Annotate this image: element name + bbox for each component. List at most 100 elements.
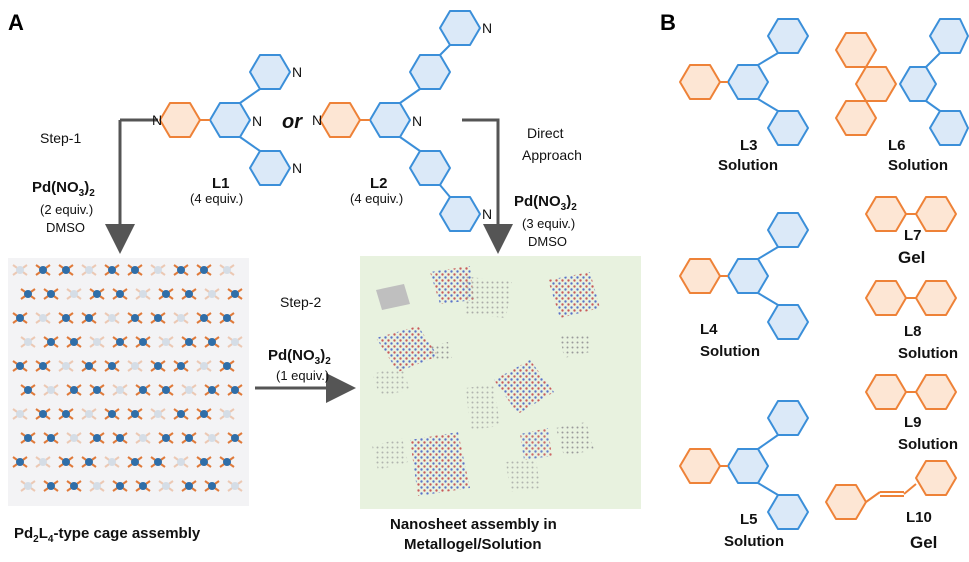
cage-unit [173, 264, 189, 276]
cage-unit [158, 480, 174, 492]
cage-unit [219, 264, 235, 276]
atom-label: N [412, 113, 422, 129]
atom-label: N [152, 112, 162, 128]
ligand-name: L3 [740, 137, 758, 154]
cage-unit [150, 456, 166, 468]
cage-unit [20, 480, 36, 492]
cage-unit [58, 360, 74, 372]
cage-unit [127, 360, 143, 372]
cage-unit [12, 456, 28, 468]
cage-unit [35, 456, 51, 468]
cage-unit [89, 384, 105, 396]
cage-unit [58, 264, 74, 276]
cage-unit [204, 432, 220, 444]
cage-unit [227, 480, 243, 492]
ligand-l3-structure [679, 18, 809, 146]
cage-unit [127, 312, 143, 324]
cage-unit [181, 384, 197, 396]
cage-unit [112, 288, 128, 300]
cage-unit [43, 480, 59, 492]
cage-unit [20, 336, 36, 348]
cage-unit [150, 264, 166, 276]
cage-unit [66, 480, 82, 492]
cage-unit [43, 432, 59, 444]
cage-unit [227, 288, 243, 300]
cage-unit [158, 288, 174, 300]
atom-label: N [312, 112, 322, 128]
cage-unit [181, 288, 197, 300]
direct-label-line1: Direct [527, 125, 564, 141]
cage-unit [196, 408, 212, 420]
cage-unit [181, 432, 197, 444]
cage-unit [135, 480, 151, 492]
cage-unit [173, 408, 189, 420]
ligand-state-gel: Gel [910, 533, 937, 552]
ligand-l5-structure [679, 400, 809, 530]
cage-unit [127, 408, 143, 420]
cage-unit [20, 432, 36, 444]
ligand-l1-name: L1 [212, 175, 230, 192]
cage-unit [81, 312, 97, 324]
cage-unit [66, 432, 82, 444]
step2-label: Step-2 [280, 294, 321, 310]
cage-unit [12, 264, 28, 276]
cage-unit [150, 408, 166, 420]
ligand-l2-structure [319, 10, 481, 232]
cage-unit [181, 336, 197, 348]
cage-unit [204, 480, 220, 492]
cage-unit [35, 312, 51, 324]
cage-unit [196, 360, 212, 372]
cage-unit [204, 288, 220, 300]
cage-unit [227, 336, 243, 348]
cage-unit [135, 384, 151, 396]
direct-label-line2: Approach [522, 147, 582, 163]
cage-unit [227, 384, 243, 396]
panel-label-b: B [660, 10, 676, 35]
cage-unit [58, 456, 74, 468]
cage-unit [89, 336, 105, 348]
ligand-name: L10 [906, 509, 932, 526]
cage-unit [204, 384, 220, 396]
cage-unit [89, 432, 105, 444]
direct-reagent: Pd(NO3)2 [514, 193, 577, 213]
cage-unit [158, 384, 174, 396]
cage-unit [173, 456, 189, 468]
cage-unit [135, 288, 151, 300]
ligand-name: L5 [740, 511, 758, 528]
ligand-l4-structure [679, 212, 809, 340]
cage-unit [43, 288, 59, 300]
cage-unit [81, 264, 97, 276]
ligand-name: L7 [904, 227, 922, 244]
cage-unit [12, 312, 28, 324]
cage-unit [43, 336, 59, 348]
or-text: or [282, 111, 303, 133]
atom-label: N [482, 206, 492, 222]
cage-caption: Pd2L4-type cage assembly [14, 525, 201, 545]
cage-unit [58, 408, 74, 420]
cage-unit [150, 312, 166, 324]
cage-unit [219, 360, 235, 372]
cage-unit [112, 336, 128, 348]
atom-label: N [252, 113, 262, 129]
ligand-l9-structure [865, 374, 957, 410]
ligand-state: Solution [898, 436, 958, 453]
step1-reagent: Pd(NO3)2 [32, 179, 95, 199]
ligand-name: L6 [888, 137, 906, 154]
ligand-l7-structure [865, 196, 957, 232]
direct-arrow [462, 118, 513, 254]
cage-unit [112, 432, 128, 444]
cage-unit [196, 456, 212, 468]
cage-unit [81, 456, 97, 468]
cage-unit [135, 432, 151, 444]
cage-unit [20, 288, 36, 300]
ligand-l2-name: L2 [370, 175, 388, 192]
cage-unit [112, 480, 128, 492]
cage-unit [58, 312, 74, 324]
direct-equiv: (3 equiv.) [522, 216, 575, 231]
cage-unit [104, 360, 120, 372]
cage-unit [127, 264, 143, 276]
panel-label-a: A [8, 10, 24, 35]
cage-unit [150, 360, 166, 372]
cage-unit [35, 264, 51, 276]
